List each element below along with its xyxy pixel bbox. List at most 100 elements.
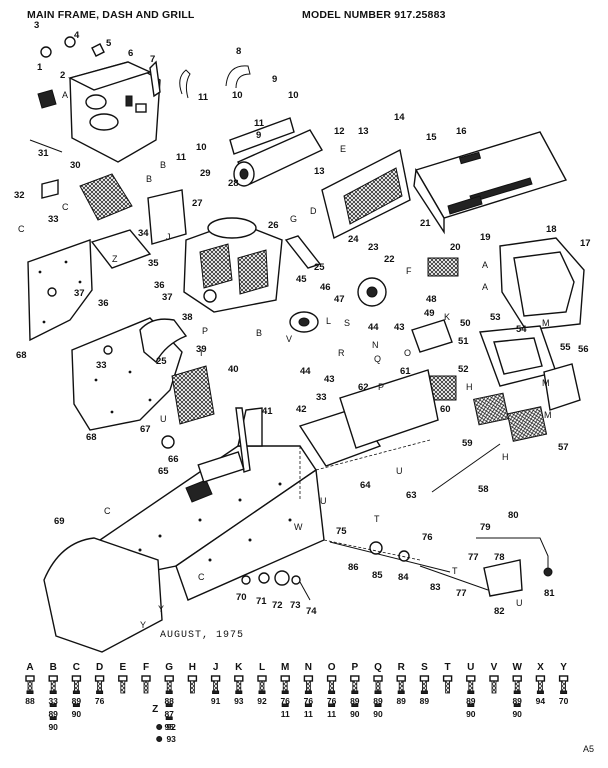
hw-key-f: F — [143, 662, 149, 673]
bracket-26 — [284, 235, 322, 269]
callout-48: 48 — [426, 294, 437, 305]
callout-9: 9 — [272, 74, 277, 85]
callout-13b: 13 — [314, 166, 325, 177]
callout-10c: 10 — [196, 142, 207, 153]
mount-plate — [90, 229, 152, 269]
fastener-icon-k — [234, 675, 244, 694]
hw-part-number: 92 — [166, 722, 176, 732]
letter-o: O — [404, 348, 411, 358]
hw-key-e: E — [119, 662, 126, 673]
callout-74: 74 — [306, 606, 317, 617]
hw-part-number: 76 — [304, 696, 314, 706]
callout-84: 84 — [398, 572, 409, 583]
callout-21: 21 — [420, 218, 431, 229]
page-code: A5 — [582, 744, 594, 754]
callout-25b: 25 — [156, 356, 167, 367]
callout-45: 45 — [296, 274, 307, 285]
callout-73: 73 — [290, 600, 301, 611]
callout-32: 32 — [14, 190, 25, 201]
letter-k: K — [444, 312, 450, 322]
letter-r: R — [338, 348, 345, 358]
callout-30: 30 — [70, 160, 81, 171]
pedal-bracket — [139, 318, 188, 364]
letter-g: G — [290, 214, 297, 224]
callout-71: 71 — [256, 596, 267, 607]
hw-part-number: 76 — [95, 696, 105, 706]
hood-emblem — [447, 195, 483, 215]
fastener-icon-u — [466, 675, 476, 707]
letter-y: Y — [140, 620, 146, 630]
hw-key-q: Q — [374, 662, 382, 673]
hw-part-number: 93 — [234, 696, 244, 706]
hw-key-x: X — [537, 662, 544, 673]
callout-47: 47 — [334, 294, 345, 305]
fastener-icon-r — [396, 675, 406, 694]
letter-v: V — [286, 334, 292, 344]
fastener-icon-y — [558, 675, 569, 694]
engine — [183, 217, 283, 313]
callout-63: 63 — [406, 490, 417, 501]
letter-w: W — [294, 522, 303, 532]
hw-key-w: W — [512, 662, 522, 673]
hw-part-number: 88 — [164, 696, 174, 706]
hw-key-k: K — [235, 662, 243, 673]
fastener-icon-x — [535, 675, 546, 694]
hw-part-number: 33 — [48, 696, 58, 706]
callout-numbers: 1 2 3 4 5 6 7 8 9 9 10 10 10 11 11 11 12… — [14, 20, 591, 617]
callout-79: 79 — [480, 522, 491, 533]
callout-81: 81 — [544, 588, 555, 599]
callout-10b: 10 — [288, 90, 299, 101]
fastener-icon-v — [489, 675, 499, 694]
callout-26: 26 — [268, 220, 279, 231]
letter-s: S — [344, 318, 350, 328]
fastener-icon-g — [164, 675, 174, 720]
letter-m: M — [542, 378, 550, 388]
callout-6: 6 — [128, 48, 133, 59]
callout-72: 72 — [272, 600, 283, 611]
hw-key-p: P — [351, 662, 358, 673]
dash-console — [68, 61, 161, 163]
hw-part-number: 91 — [211, 696, 221, 706]
hw-part-number: 76 — [280, 696, 290, 706]
callout-23: 23 — [368, 242, 379, 253]
fastener-icon-s — [419, 675, 430, 694]
fastener-icon-f — [141, 675, 151, 694]
fastener-icon-m — [280, 675, 290, 707]
callout-9b: 9 — [256, 130, 261, 141]
hw-key-y: Y — [560, 662, 567, 673]
hw-key-z: Z — [152, 704, 158, 715]
callout-77b: 77 — [456, 588, 467, 599]
muffler-bracket — [229, 117, 295, 155]
callout-75: 75 — [336, 526, 347, 537]
hw-part-number: 11 — [304, 709, 313, 719]
hw-part-number: 89 — [72, 696, 82, 706]
callout-65: 65 — [158, 466, 169, 477]
hw-key-o: O — [328, 662, 336, 673]
hw-key-s: S — [421, 662, 428, 673]
callout-16: 16 — [456, 126, 467, 137]
headlight-housing — [479, 325, 557, 387]
callout-58: 58 — [478, 484, 489, 495]
hw-part-number: 92 — [257, 696, 267, 706]
callout-62: 62 — [358, 382, 369, 393]
callout-83: 83 — [430, 582, 441, 593]
letter-m: M — [542, 318, 550, 328]
callout-11b: 11 — [254, 118, 265, 129]
hw-key-m: M — [281, 662, 289, 673]
hw-part-number: 90 — [48, 722, 58, 732]
callout-53: 53 — [490, 312, 501, 323]
letter-m: M — [544, 410, 552, 420]
callout-18: 18 — [546, 224, 557, 235]
callout-14: 14 — [394, 112, 405, 123]
letter-y: Y — [158, 604, 164, 614]
callout-39: 39 — [196, 344, 207, 355]
washer-icon — [156, 736, 163, 742]
fastener-icon-d — [94, 675, 105, 694]
hw-part-number: 11 — [281, 709, 290, 719]
callout-12: 12 — [334, 126, 345, 137]
letter-f: F — [406, 266, 412, 276]
callout-5: 5 — [106, 38, 112, 49]
grille-housing — [499, 237, 585, 331]
callout-86: 86 — [348, 562, 359, 573]
